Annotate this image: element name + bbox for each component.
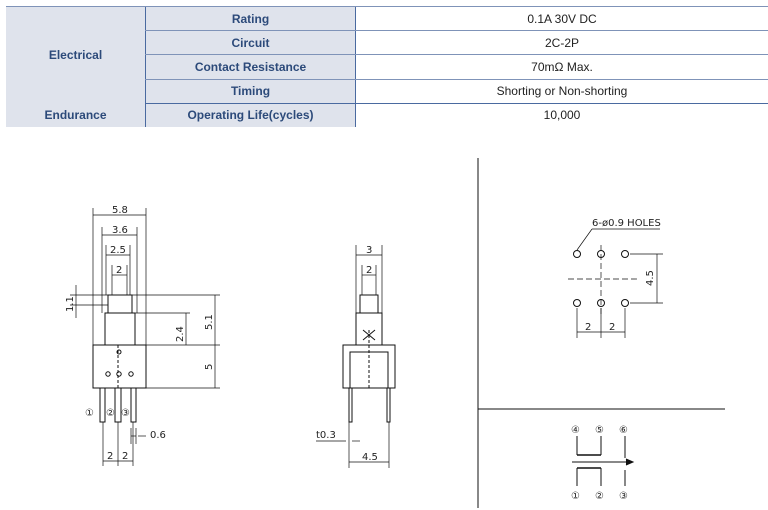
dim-label: 2 <box>366 265 372 276</box>
spec-row-operating-life: Endurance Operating Life(cycles) 10,000 <box>6 103 768 127</box>
pin-label: ⑤ <box>595 425 604 436</box>
spec-label: Timing <box>145 79 356 104</box>
pcb-dimensions <box>576 253 663 338</box>
dim-label: t0.3 <box>316 430 336 441</box>
dim-label: 5.8 <box>112 205 128 216</box>
spec-row-contact-resistance: Contact Resistance 70mΩ Max. <box>6 54 768 80</box>
dim-label: 4.5 <box>362 452 378 463</box>
spec-label: Operating Life(cycles) <box>145 103 356 127</box>
pin-label: ② <box>595 491 604 502</box>
side-view-outline <box>342 294 396 423</box>
spec-row-rating: Electrical Rating 0.1A 30V DC <box>6 5 768 104</box>
group-electrical: Electrical <box>6 6 146 104</box>
spec-value: 70mΩ Max. <box>355 54 768 80</box>
spec-value: 10,000 <box>355 103 768 127</box>
spec-label: Rating <box>145 5 356 32</box>
dim-label: 2.4 <box>175 326 186 342</box>
spec-label: Contact Resistance <box>145 54 356 80</box>
dim-label: 2 <box>585 322 591 333</box>
dim-label: 0.6 <box>150 430 166 441</box>
pin-label: ② <box>106 408 115 419</box>
circuit-symbol <box>572 436 635 486</box>
dim-label: 2 <box>122 451 128 462</box>
holes-label: 6-ø0.9 HOLES <box>592 218 661 229</box>
pin-label: ① <box>85 408 94 419</box>
pin-label: ⑥ <box>619 425 628 436</box>
pcb-holes <box>568 228 660 315</box>
spec-row-circuit: Circuit 2C-2P <box>6 30 768 56</box>
spec-row-timing: Timing Shorting or Non-shorting <box>6 79 768 104</box>
dim-label: 2 <box>609 322 615 333</box>
group-endurance: Endurance <box>6 103 146 127</box>
pin-label: ③ <box>619 491 628 502</box>
pin-label: ④ <box>571 425 580 436</box>
side-view-dimensions <box>316 245 390 468</box>
dim-label: 1.1 <box>65 296 76 312</box>
dim-label: 5 <box>204 364 215 370</box>
dim-label: 2 <box>107 451 113 462</box>
front-view-dimensions <box>70 208 220 466</box>
dim-label: 5.1 <box>204 314 215 330</box>
spec-value: Shorting or Non-shorting <box>355 79 768 104</box>
dim-label: 4.5 <box>645 270 656 286</box>
dim-label: 2 <box>116 265 122 276</box>
pin-label: ① <box>571 491 580 502</box>
front-view-outline <box>92 294 147 423</box>
dim-label: 3.6 <box>112 225 128 236</box>
spec-table: Electrical Rating 0.1A 30V DC Circuit 2C… <box>6 5 768 127</box>
spec-value: 0.1A 30V DC <box>355 5 768 32</box>
dim-label: 3 <box>366 245 372 256</box>
pin-label: ③ <box>121 408 130 419</box>
technical-drawings: 5.8 3.6 2.5 2 1.1 2.4 5.1 5 0.6 2 2 ① ② … <box>65 158 725 508</box>
spec-label: Circuit <box>145 30 356 56</box>
dim-label: 2.5 <box>110 245 126 256</box>
spec-value: 2C-2P <box>355 30 768 56</box>
